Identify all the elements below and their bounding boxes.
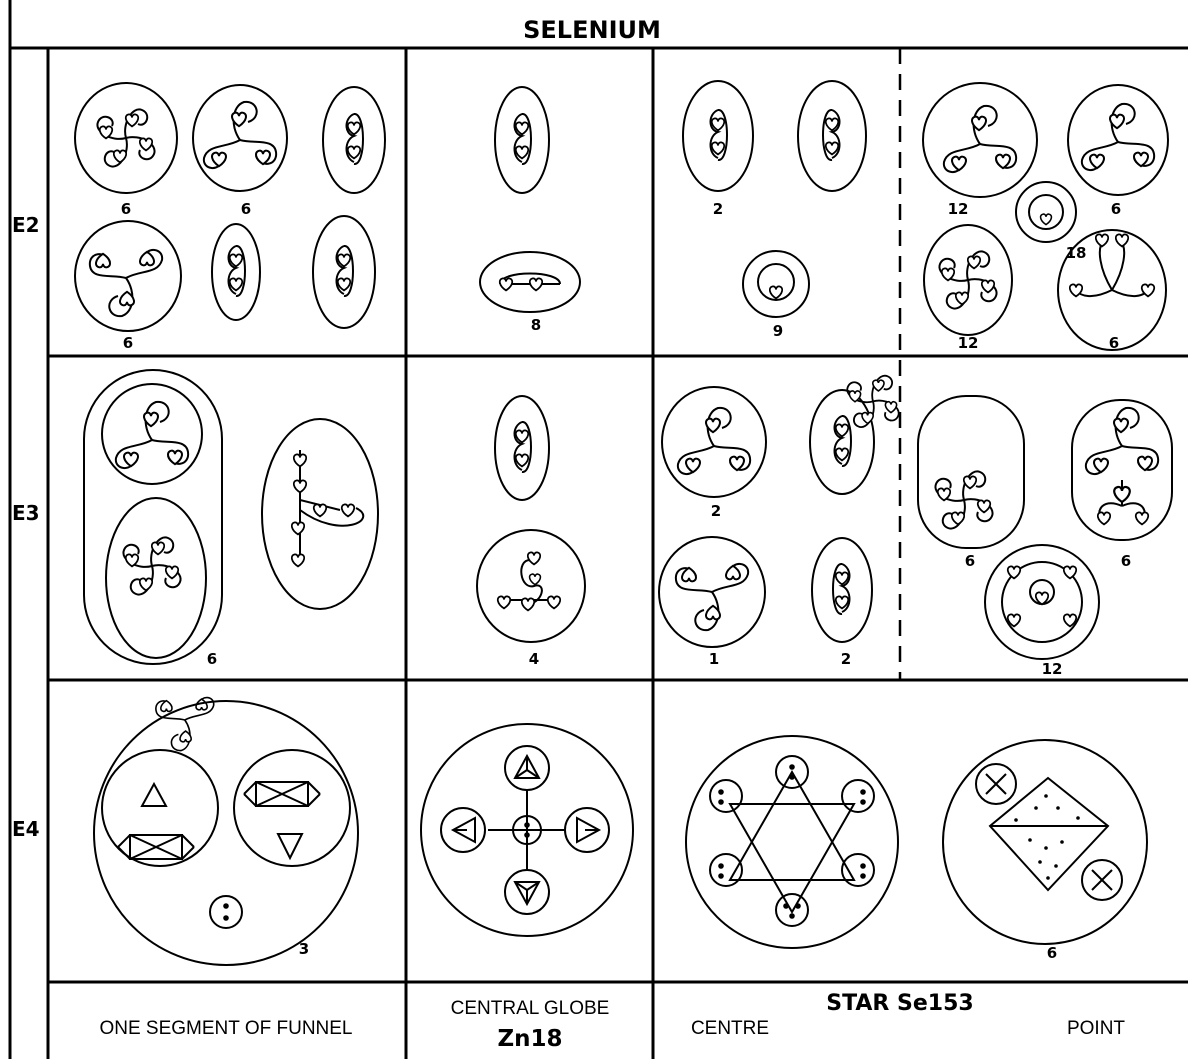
curl-cluster — [323, 87, 385, 193]
count-label: 12 — [1042, 660, 1063, 678]
curl-cluster — [683, 81, 753, 191]
large-globe — [943, 740, 1147, 944]
count-label: 6 — [1121, 552, 1131, 570]
e4-star-point — [943, 740, 1147, 944]
count-label: 8 — [531, 316, 541, 334]
e2-centre-cell: 2 9 — [683, 81, 866, 340]
e2-globe-cell: 8 — [480, 87, 580, 334]
e3-globe-cell: 4 — [477, 396, 585, 668]
curl-cluster — [212, 224, 260, 320]
curl-cluster — [662, 387, 766, 497]
curl-cluster — [923, 83, 1037, 197]
diagram-title: SELENIUM — [523, 16, 661, 44]
curl-cluster — [1068, 85, 1168, 195]
count-label: 6 — [123, 334, 133, 352]
footer-globe-line2: Zn18 — [497, 1026, 562, 1052]
large-globe — [94, 701, 358, 965]
e3-point-cell: 6 6 12 — [847, 376, 1172, 678]
count-label: 6 — [965, 552, 975, 570]
ring-cluster — [743, 251, 809, 317]
tetrahedra-group — [244, 782, 320, 806]
curl-cluster — [495, 396, 549, 500]
capsule-cluster — [918, 396, 1024, 548]
count-label: 6 — [1109, 334, 1119, 352]
footer-star: STAR Se153 — [826, 991, 973, 1016]
footer-centre: CENTRE — [691, 1018, 769, 1039]
count-label: 6 — [1111, 200, 1121, 218]
count-label: 12 — [948, 200, 969, 218]
footer-funnel: ONE SEGMENT OF FUNNEL — [99, 1018, 352, 1039]
e4-star-centre — [686, 736, 898, 948]
count-label: 2 — [841, 650, 851, 668]
footer-globe-line1: CENTRAL GLOBE — [451, 998, 610, 1019]
ring-cluster — [1016, 182, 1076, 242]
count-label: 12 — [958, 334, 979, 352]
count-label: 3 — [299, 940, 309, 958]
curl-cluster — [495, 87, 549, 193]
curl-cluster — [798, 81, 866, 191]
count-label: 2 — [711, 502, 721, 520]
count-label: 4 — [529, 650, 539, 668]
row-label-e2: E2 — [12, 213, 40, 237]
count-label: 6 — [207, 650, 217, 668]
count-label: 1 — [709, 650, 719, 668]
e2-point-cell: 12 6 18 12 6 — [923, 83, 1168, 352]
row-label-e4: E4 — [12, 817, 40, 841]
count-label: 2 — [713, 200, 723, 218]
curl-cluster — [313, 216, 375, 328]
tetrahedra-group — [118, 835, 194, 859]
e3-centre-cell: 2 1 2 — [659, 387, 874, 668]
curl-cluster — [193, 85, 287, 191]
count-label: 6 — [121, 200, 131, 218]
count-label: 9 — [773, 322, 783, 340]
e4-globe-cell — [421, 724, 633, 936]
count-label: 6 — [241, 200, 251, 218]
curl-cluster — [810, 390, 874, 494]
curl-cluster — [812, 538, 872, 642]
footer-point: POINT — [1067, 1018, 1125, 1039]
e4-funnel-cell — [94, 701, 358, 965]
e2-funnel-cell: 6 6 6 — [75, 83, 385, 352]
frame — [10, 0, 1188, 1059]
e3-funnel-cell: 6 — [84, 370, 378, 751]
row-label-e3: E3 — [12, 501, 40, 525]
count-label: 6 — [1047, 944, 1057, 962]
